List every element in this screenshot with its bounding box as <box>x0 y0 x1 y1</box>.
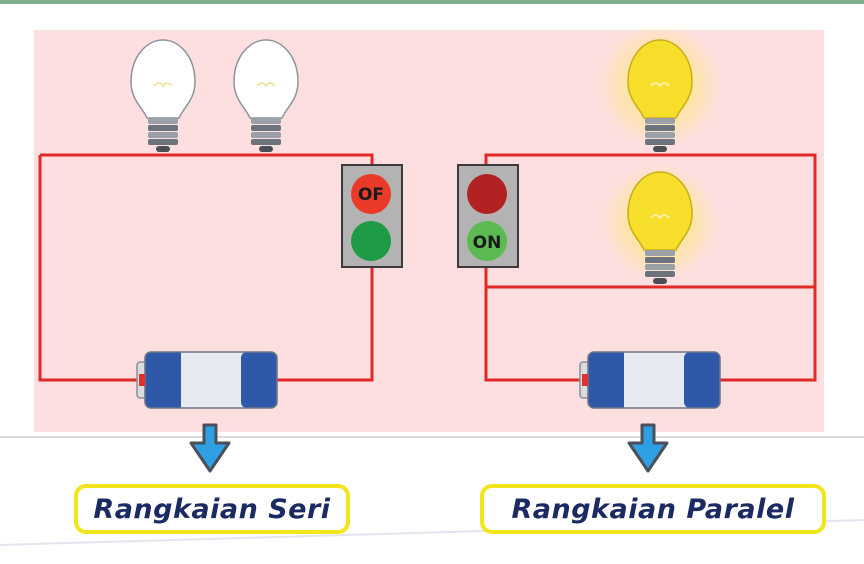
bulb-filament <box>650 82 670 88</box>
bulb-glass <box>233 39 299 119</box>
series-battery <box>136 351 278 409</box>
series-caption-text: Rangkaian Seri <box>93 493 331 525</box>
parallel-battery <box>579 351 721 409</box>
top-strip <box>0 0 864 4</box>
down-arrow-icon <box>627 423 669 473</box>
wire <box>38 155 145 382</box>
parallel-caption-text: Rangkaian Paralel <box>511 493 795 525</box>
switch-state-label: OF <box>358 185 384 205</box>
bulb-base-ring <box>148 125 178 131</box>
bulb-base-tip <box>653 146 667 152</box>
bulb-filament <box>153 82 173 88</box>
switch-red-light <box>351 174 391 214</box>
series-circuit: OF <box>38 39 403 409</box>
bulb-base-ring <box>645 125 675 131</box>
parallel-circuit: ON <box>457 23 817 409</box>
bulb-base-tip <box>156 146 170 152</box>
bulb-base-ring <box>645 271 675 277</box>
bulb-base-ring <box>148 139 178 145</box>
bulb-filament <box>256 82 276 88</box>
bulb-base-ring <box>645 139 675 145</box>
bulb-base-ring <box>251 118 281 124</box>
bulb-base-ring <box>645 250 675 256</box>
switch-green-light <box>467 221 507 261</box>
bulb-glass <box>627 171 693 251</box>
parallel-wires <box>484 153 817 382</box>
switch-red-light <box>467 174 507 214</box>
wire <box>484 153 817 382</box>
bulb-base-ring <box>645 132 675 138</box>
switch-green-light <box>351 221 391 261</box>
bulb-glass <box>627 39 693 119</box>
parallel-bulb-1 <box>627 39 693 152</box>
bulb-base-ring <box>148 118 178 124</box>
bulb-glass <box>130 39 196 119</box>
bulb-base-ring <box>645 118 675 124</box>
parallel-bulb-2 <box>627 171 693 284</box>
series-wires <box>38 153 374 382</box>
series-caption: Rangkaian Seri <box>74 484 350 534</box>
bulb-filament <box>650 214 670 220</box>
bulb-base-tip <box>259 146 273 152</box>
bulb-base-ring <box>645 257 675 263</box>
parallel-switch[interactable]: ON <box>457 164 519 268</box>
bulb-base-ring <box>148 132 178 138</box>
bulb-base-ring <box>251 132 281 138</box>
series-bulb-1 <box>130 39 196 152</box>
bulb-base-tip <box>653 278 667 284</box>
parallel-caption: Rangkaian Paralel <box>480 484 826 534</box>
bulb-base-ring <box>645 264 675 270</box>
wire <box>40 153 374 166</box>
down-arrow-icon <box>189 423 231 473</box>
wire <box>484 268 584 382</box>
bulb-base-ring <box>251 125 281 131</box>
wire <box>275 268 374 382</box>
series-switch[interactable]: OF <box>341 164 403 268</box>
switch-state-label: ON <box>473 233 502 253</box>
bulb-base-ring <box>251 139 281 145</box>
series-bulb-2 <box>233 39 299 152</box>
